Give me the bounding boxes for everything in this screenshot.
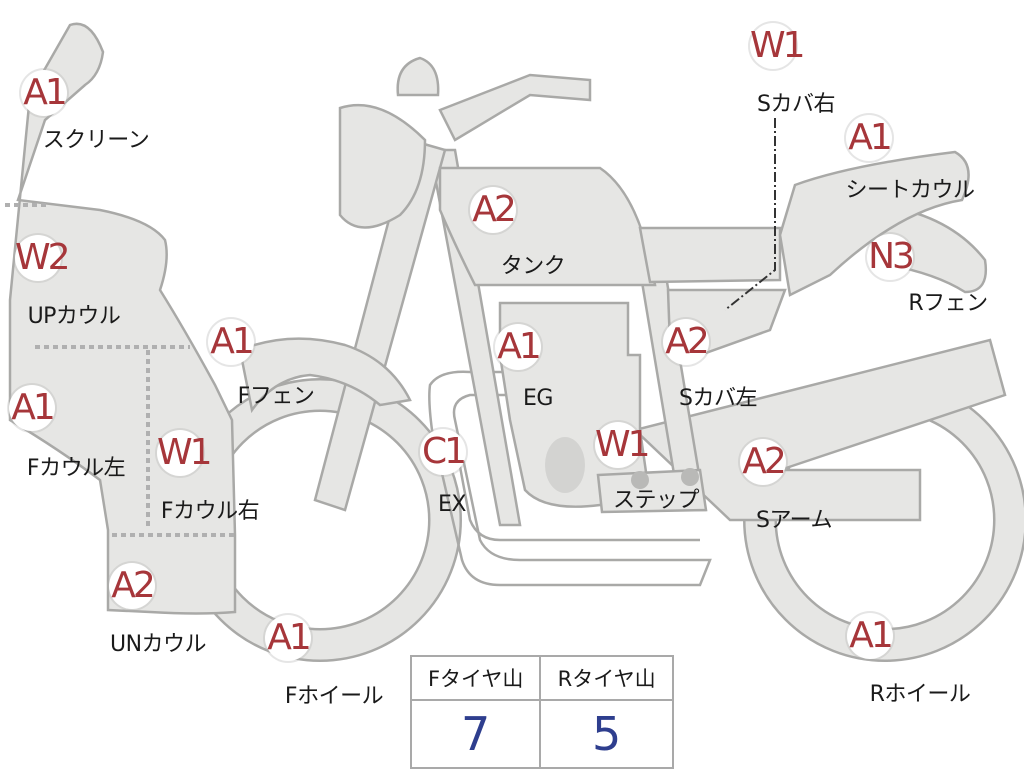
tank-grade-badge: A2: [470, 187, 517, 233]
f-wheel-label: Fホイール: [284, 684, 384, 709]
f-cowl-left-grade-badge: A1: [9, 385, 56, 431]
front-tire-header: Fタイヤ山: [409, 655, 542, 701]
seat-cowl-label: シートカウル: [845, 178, 975, 203]
step-grade-badge: W1: [595, 422, 651, 468]
seat-cowl-shape: [778, 150, 970, 297]
eg-label: EG: [523, 386, 553, 411]
un-cowl-label: UNカウル: [109, 632, 207, 657]
s-arm-label: Sアーム: [756, 508, 833, 533]
rear-fender-shape: [868, 203, 988, 294]
rear-tire-value: 5: [539, 699, 674, 769]
s-cover-right-leader: [724, 118, 776, 311]
headlight-shape: [338, 103, 427, 229]
s-cover-right-label: Sカバ右: [757, 92, 835, 117]
r-fender-grade-badge: N3: [867, 234, 915, 280]
f-cowl-right-grade-badge: W1: [157, 430, 213, 476]
screen-label: スクリーン: [42, 128, 150, 153]
mirror-shape: [396, 56, 440, 97]
ex-grade-badge: C1: [420, 429, 467, 475]
tank-label: タンク: [500, 254, 566, 279]
ex-label: EX: [438, 492, 466, 517]
up-cowl-grade-badge: W2: [15, 235, 71, 281]
f-fender-grade-badge: A1: [208, 319, 255, 365]
footstep-shape: [596, 468, 708, 514]
r-wheel-label: Rホイール: [869, 682, 971, 707]
up-cowl-label: UPカウル: [27, 304, 121, 329]
step-peg-shape: [631, 471, 649, 489]
exhaust-pipe-shape: [428, 370, 712, 587]
frame-shape: [428, 148, 522, 527]
swing-arm-shape: [632, 338, 1007, 522]
s-cover-left-grade-badge: A2: [663, 319, 710, 365]
f-cowl-left-label: Fカウル左: [26, 456, 126, 481]
un-cowl-grade-badge: A2: [109, 563, 156, 609]
engine-cover-shape: [545, 437, 585, 493]
s-cover-right-grade-badge: W1: [750, 23, 806, 69]
f-wheel-grade-badge: A1: [265, 615, 312, 661]
seat-cowl-grade-badge: A1: [846, 115, 893, 161]
rear-tire-header: Rタイヤ山: [539, 655, 674, 701]
step-peg-shape-2: [681, 468, 699, 486]
seat-shape: [638, 226, 782, 284]
eg-grade-badge: A1: [495, 324, 542, 370]
s-cover-left-label: Sカバ左: [679, 386, 757, 411]
tire-tread-table: Fタイヤ山 Rタイヤ山 7 5: [409, 655, 674, 769]
front-fender-shape: [238, 337, 412, 414]
r-fender-label: Rフェン: [908, 291, 988, 316]
step-label: ステップ: [612, 488, 700, 513]
exhaust-lower-shape: [453, 439, 700, 542]
f-cowl-right-label: Fカウル右: [160, 499, 260, 524]
front-tire-value: 7: [409, 699, 542, 769]
f-fender-label: Fフェン: [237, 384, 315, 409]
screen-grade-badge: A1: [21, 70, 68, 116]
s-arm-grade-badge: A2: [740, 439, 787, 485]
handlebar-shape: [438, 73, 592, 142]
r-wheel-grade-badge: A1: [847, 613, 894, 659]
